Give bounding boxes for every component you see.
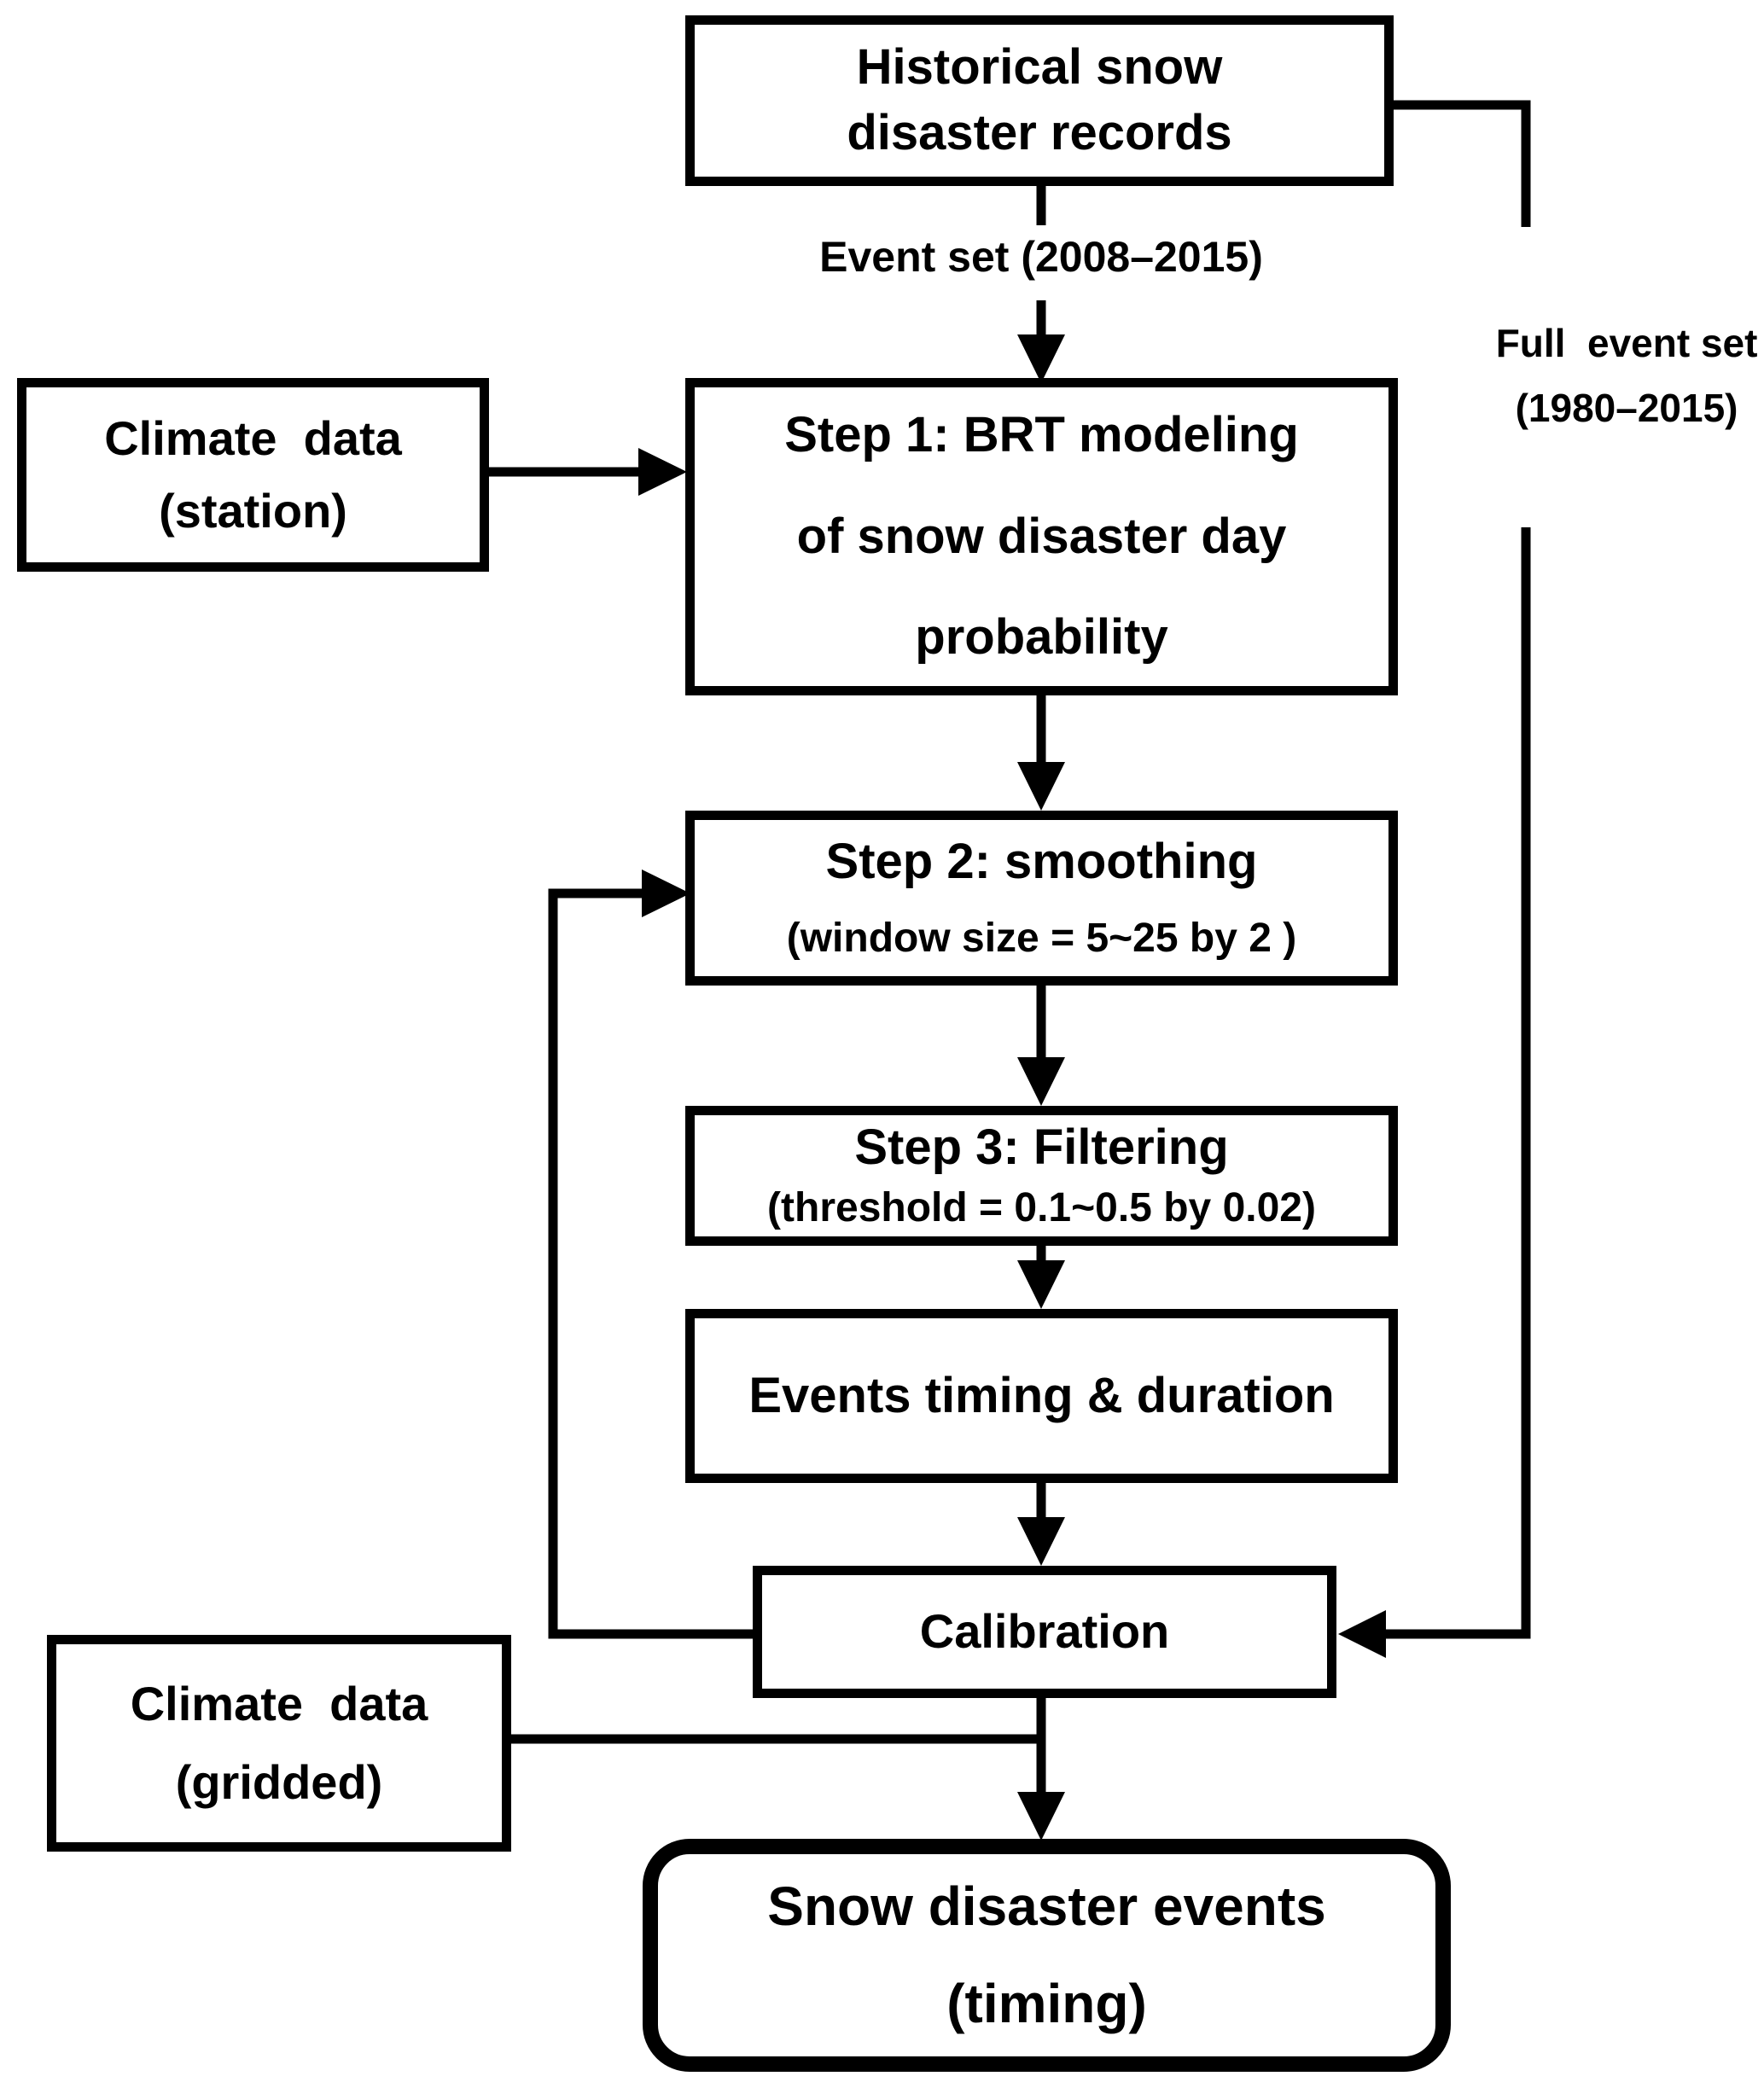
edge-label-full-event-set-line1: Full event set xyxy=(1495,321,1758,365)
arrowhead-into-step1 xyxy=(1017,334,1065,383)
arrowhead-into-events xyxy=(1017,1260,1065,1309)
arrowhead-feedback-into-step2 xyxy=(642,869,690,917)
arrowhead-into-step2 xyxy=(1017,762,1065,811)
edge-label-full-event-set: Full event set (1980–2015) xyxy=(1446,227,1764,527)
node-historical-records: Historical snow disaster records xyxy=(685,15,1394,186)
node-climate-data-gridded-line1: Climate data xyxy=(130,1676,428,1730)
node-climate-data-gridded: Climate data (gridded) xyxy=(47,1635,511,1852)
node-snow-disaster-events-line2: (timing) xyxy=(946,1972,1147,2034)
node-calibration-label: Calibration xyxy=(919,1604,1170,1659)
node-step2-title: Step 2: smoothing xyxy=(825,834,1258,890)
node-step1-line3: probability xyxy=(915,609,1168,666)
node-historical-records-line1: Historical snow xyxy=(856,39,1223,96)
edge-label-full-event-set-line2: (1980–2015) xyxy=(1515,386,1738,430)
node-step3-filtering: Step 3: Filtering (threshold = 0.1~0.5 b… xyxy=(685,1106,1398,1246)
node-climate-data-station-line2: (station) xyxy=(159,483,347,538)
connector-calibration-feedback-to-step2 xyxy=(548,888,753,1639)
node-climate-data-station-line1: Climate data xyxy=(104,411,402,466)
arrowhead-into-final xyxy=(1017,1792,1065,1841)
node-events-timing-duration: Events timing & duration xyxy=(685,1309,1398,1483)
node-step1-line1: Step 1: BRT modeling xyxy=(784,407,1299,463)
arrowhead-into-step3 xyxy=(1017,1057,1065,1106)
arrowhead-bypass-into-calibration xyxy=(1338,1610,1386,1658)
arrowhead-station-into-step1 xyxy=(638,448,687,496)
node-step1-brt-modeling: Step 1: BRT modeling of snow disaster da… xyxy=(685,378,1398,695)
node-calibration: Calibration xyxy=(753,1566,1336,1698)
node-step2-parameters: (window size = 5~25 by 2 ) xyxy=(786,915,1297,961)
node-snow-disaster-events-line1: Snow disaster events xyxy=(767,1876,1326,1938)
node-climate-data-station: Climate data (station) xyxy=(17,378,489,572)
node-step3-parameters: (threshold = 0.1~0.5 by 0.02) xyxy=(767,1185,1316,1231)
node-historical-records-line2: disaster records xyxy=(847,105,1232,160)
node-snow-disaster-events-output: Snow disaster events (timing) xyxy=(643,1839,1451,2072)
node-events-timing-duration-label: Events timing & duration xyxy=(748,1367,1335,1423)
arrowhead-into-calibration-top xyxy=(1017,1517,1065,1566)
node-step3-title: Step 3: Filtering xyxy=(854,1119,1229,1175)
node-climate-data-gridded-line2: (gridded) xyxy=(175,1755,383,1809)
connector-full-event-set-bypass xyxy=(1386,100,1531,1639)
node-step2-smoothing: Step 2: smoothing (window size = 5~25 by… xyxy=(685,811,1398,986)
edge-label-event-set: Event set (2008–2015) xyxy=(819,233,1263,281)
node-step1-line2: of snow disaster day xyxy=(796,508,1287,564)
